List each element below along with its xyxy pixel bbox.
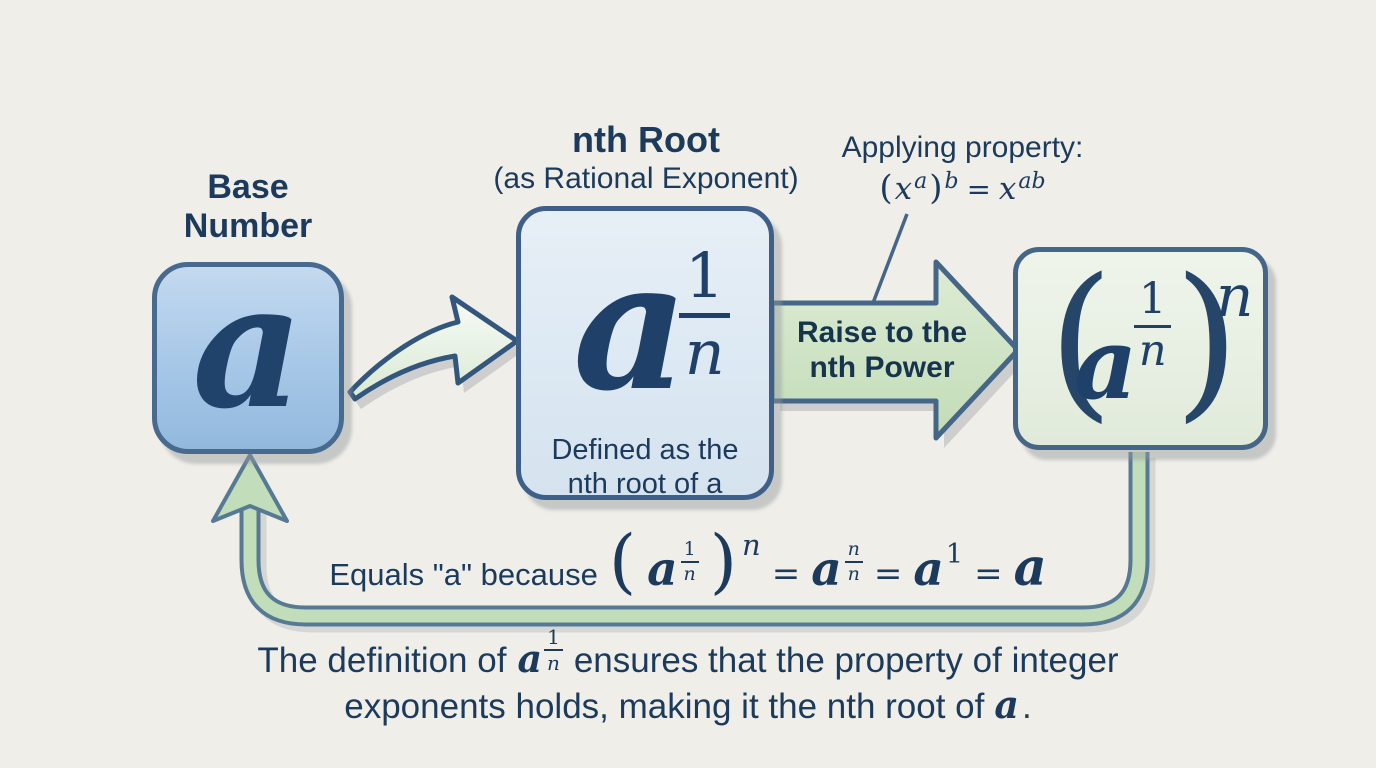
math-lparen: (	[608, 520, 637, 602]
fraction-denominator: n	[1138, 326, 1167, 376]
fraction-numerator: n	[844, 540, 863, 563]
formula-exp-a: a	[914, 169, 928, 194]
footer-text-end: ensures that the property of integer	[573, 641, 1119, 680]
formula-x2: x	[998, 171, 1017, 207]
base-number-box: a	[152, 244, 344, 454]
nth-root-box: a 1 n Defined as the nth root of a	[516, 206, 774, 500]
fraction-denominator: n	[547, 651, 560, 675]
math-base-a: a	[811, 542, 842, 597]
footer-line1: The definition of a 1 n ensures that the…	[0, 627, 1376, 701]
base-label-line2: Number	[183, 207, 313, 246]
math-a-pow-nn: a n n	[811, 540, 863, 614]
fraction-numerator: 1	[544, 627, 563, 651]
result-lparen: (	[1048, 242, 1114, 438]
formula-lparen: (	[879, 168, 893, 208]
base-symbol: a	[192, 244, 304, 447]
equals-prefix: Equals "a" because	[329, 557, 598, 592]
raise-arrow-shape	[769, 259, 1021, 441]
result-exponent-fraction: 1 n	[1134, 278, 1172, 376]
result-outer-exponent: n	[1216, 262, 1254, 330]
formula-equals: =	[966, 172, 991, 206]
raise-label-line1: Raise to the	[796, 316, 968, 349]
math-eq3: =	[974, 554, 1003, 594]
raise-arrow-label: Raise to the nth Power	[782, 316, 982, 385]
applying-property-label: Applying property:	[841, 131, 1084, 164]
math-base-a: a	[517, 636, 543, 681]
base-label-line1: Base	[207, 168, 289, 206]
math-outer-exp-n: n	[742, 528, 761, 562]
math-a-pow-1: a 1	[913, 539, 963, 597]
math-base-a: a	[647, 542, 678, 597]
footer-frac-1n: 1 n	[544, 627, 563, 673]
equals-explanation-line: Equals "a" because ( a 1 n ) n = a n n =…	[0, 526, 1376, 614]
footer-line2: exponents holds, making it the nth root …	[0, 686, 1376, 727]
nth-root-base-symbol: a	[573, 221, 689, 430]
formula-exp-ab: ab	[1018, 169, 1046, 194]
swoosh-arrow-icon	[347, 294, 520, 402]
caption-line1: Defined as the	[551, 434, 739, 466]
fraction-denominator: n	[684, 316, 725, 389]
nth-root-exponent-fraction: 1 n	[679, 245, 731, 389]
math-rparen: )	[709, 520, 738, 602]
base-number-label: Base Number	[130, 168, 366, 246]
math-exp-1: 1	[945, 539, 964, 570]
result-box: ( a 1 n ) n	[1013, 247, 1268, 450]
footer-period: .	[1022, 687, 1032, 726]
math-frac-nn: n n	[844, 540, 863, 585]
loop-arrow-tube	[243, 452, 1146, 623]
fraction-denominator: n	[683, 563, 696, 585]
raise-label-line2: nth Power	[809, 350, 955, 384]
formula-exp-b: b	[944, 169, 959, 194]
nth-root-caption: Defined as the nth root of a	[521, 433, 769, 501]
caption-line2: nth root of a	[567, 468, 723, 501]
fraction-numerator: 1	[680, 540, 699, 563]
fraction-numerator: 1	[1134, 278, 1172, 328]
footer-line2-math-a: a	[994, 682, 1019, 727]
footer-text-start: The definition of	[257, 641, 507, 680]
fraction-numerator: 1	[679, 245, 731, 318]
fraction-denominator: n	[847, 563, 860, 585]
formula-rparen: )	[929, 168, 943, 208]
property-pointer-line	[871, 213, 909, 304]
math-result-a: a	[1013, 538, 1047, 598]
nth-root-subtitle: (as Rational Exponent)	[493, 162, 799, 196]
math-frac-1n: 1 n	[680, 540, 699, 585]
formula-x: x	[894, 171, 913, 207]
footer-line2-text: exponents holds, making it the nth root …	[344, 687, 985, 726]
result-base-symbol: a	[1074, 307, 1138, 422]
result-rparen: )	[1174, 242, 1240, 438]
nth-root-title: nth Root	[572, 119, 720, 160]
math-a-pow-1n: a 1 n	[647, 540, 699, 614]
math-base-a: a	[913, 542, 944, 597]
nth-root-title-block: nth Root (as Rational Exponent)	[466, 118, 826, 197]
loop-arrowhead-icon	[211, 453, 289, 523]
math-eq1: =	[771, 554, 801, 594]
math-eq2: =	[873, 554, 903, 594]
footer-math-a-1n: a 1 n	[517, 627, 563, 701]
